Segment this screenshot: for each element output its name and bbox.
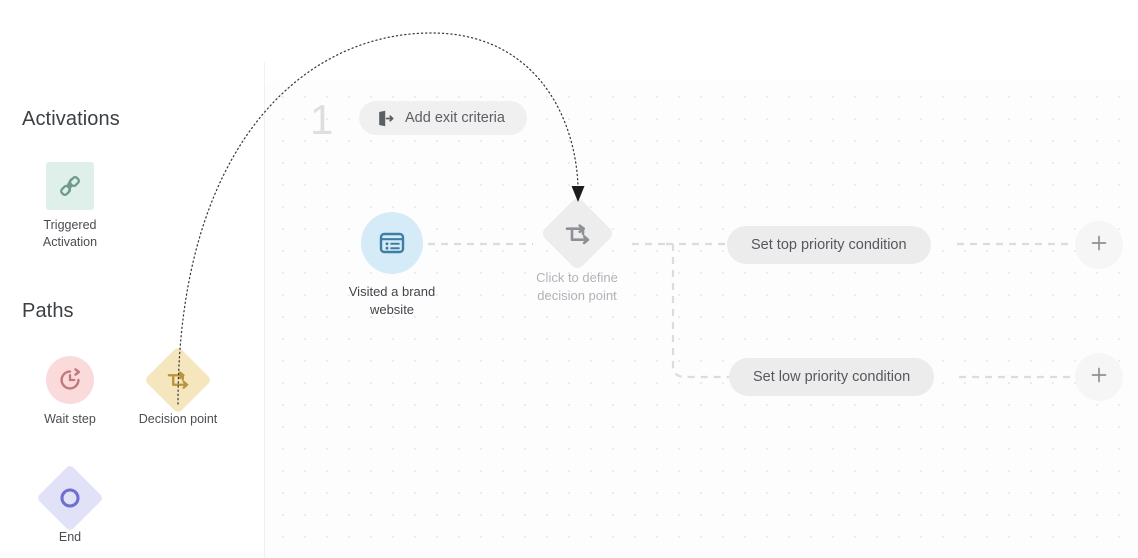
triggered-activation-label: Triggered Activation [42,218,98,249]
palette-item-decision-point[interactable]: Decision point [130,346,226,428]
node-trigger-shape [361,212,423,274]
palette-item-end[interactable]: End [22,464,118,546]
add-exit-criteria-button[interactable]: Add exit criteria [359,101,527,135]
plug-connection-icon [57,173,83,199]
app-header-band [0,0,1138,62]
section-heading-activations: Activations [22,108,120,130]
section-heading-paths: Paths [22,300,74,322]
add-step-button-low-branch[interactable] [1075,353,1123,401]
end-label: End [58,530,82,544]
branch-arrows-icon [562,219,592,249]
plus-icon [1089,233,1109,258]
step-number: 1 [310,96,334,143]
palette-item-triggered-activation[interactable]: Triggered Activation [22,162,118,251]
add-step-button-top-branch[interactable] [1075,221,1123,269]
node-decision-label: Click to define decision point [536,270,618,303]
palette-item-wait-step[interactable]: Wait step [22,356,118,428]
browser-list-icon [377,228,407,258]
plus-icon [1089,365,1109,390]
set-low-priority-condition-button[interactable]: Set low priority condition [729,358,935,396]
wait-step-shape [46,356,94,404]
exit-criteria-label: Add exit criteria [405,110,505,126]
stop-ring-icon [57,485,83,511]
set-top-priority-condition-button[interactable]: Set top priority condition [727,226,931,264]
wait-step-label: Wait step [44,412,96,426]
triggered-activation-shape [46,162,94,210]
decision-point-shape [144,346,212,414]
steps-palette-sidebar: Activations Triggered Activation Paths [0,62,264,558]
end-shape [36,464,104,532]
node-decision-shape [539,196,615,271]
decision-point-label: Decision point [138,412,218,426]
branch-arrows-icon [165,367,191,393]
exit-door-icon [377,110,394,127]
node-visited-brand-website[interactable]: Visited a brand website [327,212,457,319]
node-decision-point[interactable]: Click to define decision point [512,196,642,305]
clock-timer-icon [57,367,83,393]
flow-canvas[interactable] [264,80,1138,558]
node-trigger-label: Visited a brand website [348,284,436,317]
